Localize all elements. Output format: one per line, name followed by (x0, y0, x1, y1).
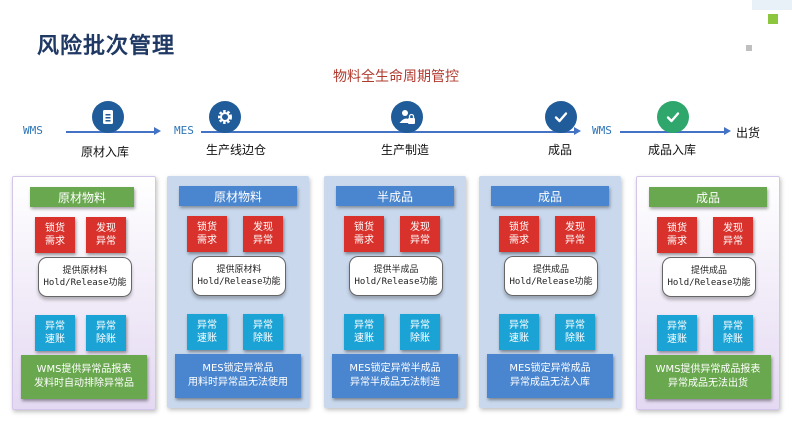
lock-demand-box: 锁货需求 (499, 216, 539, 252)
column-footer: MES锁定异常半成品异常半成品无法制造 (332, 354, 458, 398)
stage-label-manufacturing: 生产制造 (381, 143, 430, 157)
exception-remove-box: 异常除账 (86, 315, 126, 351)
found-exception-box: 发现异常 (243, 216, 283, 252)
hold-release-box: 提供原材料Hold/Release功能 (38, 257, 132, 297)
exception-remove-box: 异常除账 (713, 315, 753, 351)
hold-release-box: 提供成品Hold/Release功能 (504, 256, 598, 296)
column-header: 成品 (491, 186, 609, 206)
stage-label-finished-inbound: 成品入库 (648, 143, 697, 157)
found-exception-box: 发现异常 (555, 216, 595, 252)
exception-account-box: 异常速账 (187, 314, 227, 350)
hold-release-box: 提供成品Hold/Release功能 (662, 257, 756, 297)
exception-account-box: 异常速账 (35, 315, 75, 351)
column-finished-wms: 成品 锁货需求 发现异常 提供成品Hold/Release功能 异常速账 异常除… (636, 176, 780, 410)
column-footer: WMS提供异常品报表发料时自动排除异常品 (21, 355, 147, 399)
system-label-mes: MES (174, 124, 194, 137)
hold-release-box: 提供半成品Hold/Release功能 (349, 256, 443, 296)
column-header: 原材物料 (179, 186, 297, 206)
found-exception-box: 发现异常 (713, 217, 753, 253)
flow-arrowhead-1 (154, 127, 161, 135)
page-title: 风险批次管理 (37, 33, 176, 59)
flow-arrowhead-2 (574, 127, 581, 135)
exception-account-box: 异常速账 (344, 314, 384, 350)
corner-decoration (752, 0, 792, 10)
found-exception-box: 发现异常 (86, 217, 126, 253)
document-icon (92, 101, 124, 133)
gray-dot-decoration (746, 45, 752, 51)
lock-demand-box: 锁货需求 (657, 217, 697, 253)
system-label-wms-2: WMS (592, 124, 612, 137)
stage-label-raw-inbound: 原材入库 (81, 145, 130, 159)
lock-demand-box: 锁货需求 (187, 216, 227, 252)
column-semi-finished: 半成品 锁货需求 发现异常 提供半成品Hold/Release功能 异常速账 异… (324, 176, 466, 408)
flow-arrow-2 (201, 131, 574, 133)
column-raw-mes: 原材物料 锁货需求 发现异常 提供原材料Hold/Release功能 异常速账 … (167, 176, 309, 408)
check-icon (657, 101, 689, 133)
user-lock-icon (391, 101, 423, 133)
found-exception-box: 发现异常 (400, 216, 440, 252)
system-label-wms: WMS (23, 124, 43, 137)
hold-release-box: 提供原材料Hold/Release功能 (192, 256, 286, 296)
exception-account-box: 异常速账 (657, 315, 697, 351)
flow-subtitle: 物料全生命周期管控 (333, 69, 459, 85)
exception-account-box: 异常速账 (499, 314, 539, 350)
exception-remove-box: 异常除账 (400, 314, 440, 350)
column-footer: WMS提供异常成品报表异常成品无法出货 (645, 355, 771, 399)
column-header: 半成品 (336, 186, 454, 206)
exception-remove-box: 异常除账 (243, 314, 283, 350)
column-footer: MES锁定异常成品异常成品无法入库 (487, 354, 613, 398)
stage-label-shipping: 出货 (736, 126, 761, 140)
flow-arrowhead-3 (724, 127, 731, 135)
column-raw-wms: 原材物料 锁货需求 发现异常 提供原材料Hold/Release功能 异常速账 … (12, 176, 156, 410)
column-finished-mes: 成品 锁货需求 发现异常 提供成品Hold/Release功能 异常速账 异常除… (479, 176, 621, 408)
lock-demand-box: 锁货需求 (35, 217, 75, 253)
column-header: 原材物料 (30, 187, 134, 207)
stage-label-finished: 成品 (548, 143, 573, 157)
lock-demand-box: 锁货需求 (344, 216, 384, 252)
column-header: 成品 (649, 187, 767, 207)
exception-remove-box: 异常除账 (555, 314, 595, 350)
gear-icon (209, 101, 241, 133)
column-footer: MES锁定异常品用料时异常品无法使用 (175, 354, 301, 398)
stage-label-line-side: 生产线边仓 (206, 143, 267, 157)
check-icon (545, 101, 577, 133)
green-square-decoration (768, 14, 778, 24)
